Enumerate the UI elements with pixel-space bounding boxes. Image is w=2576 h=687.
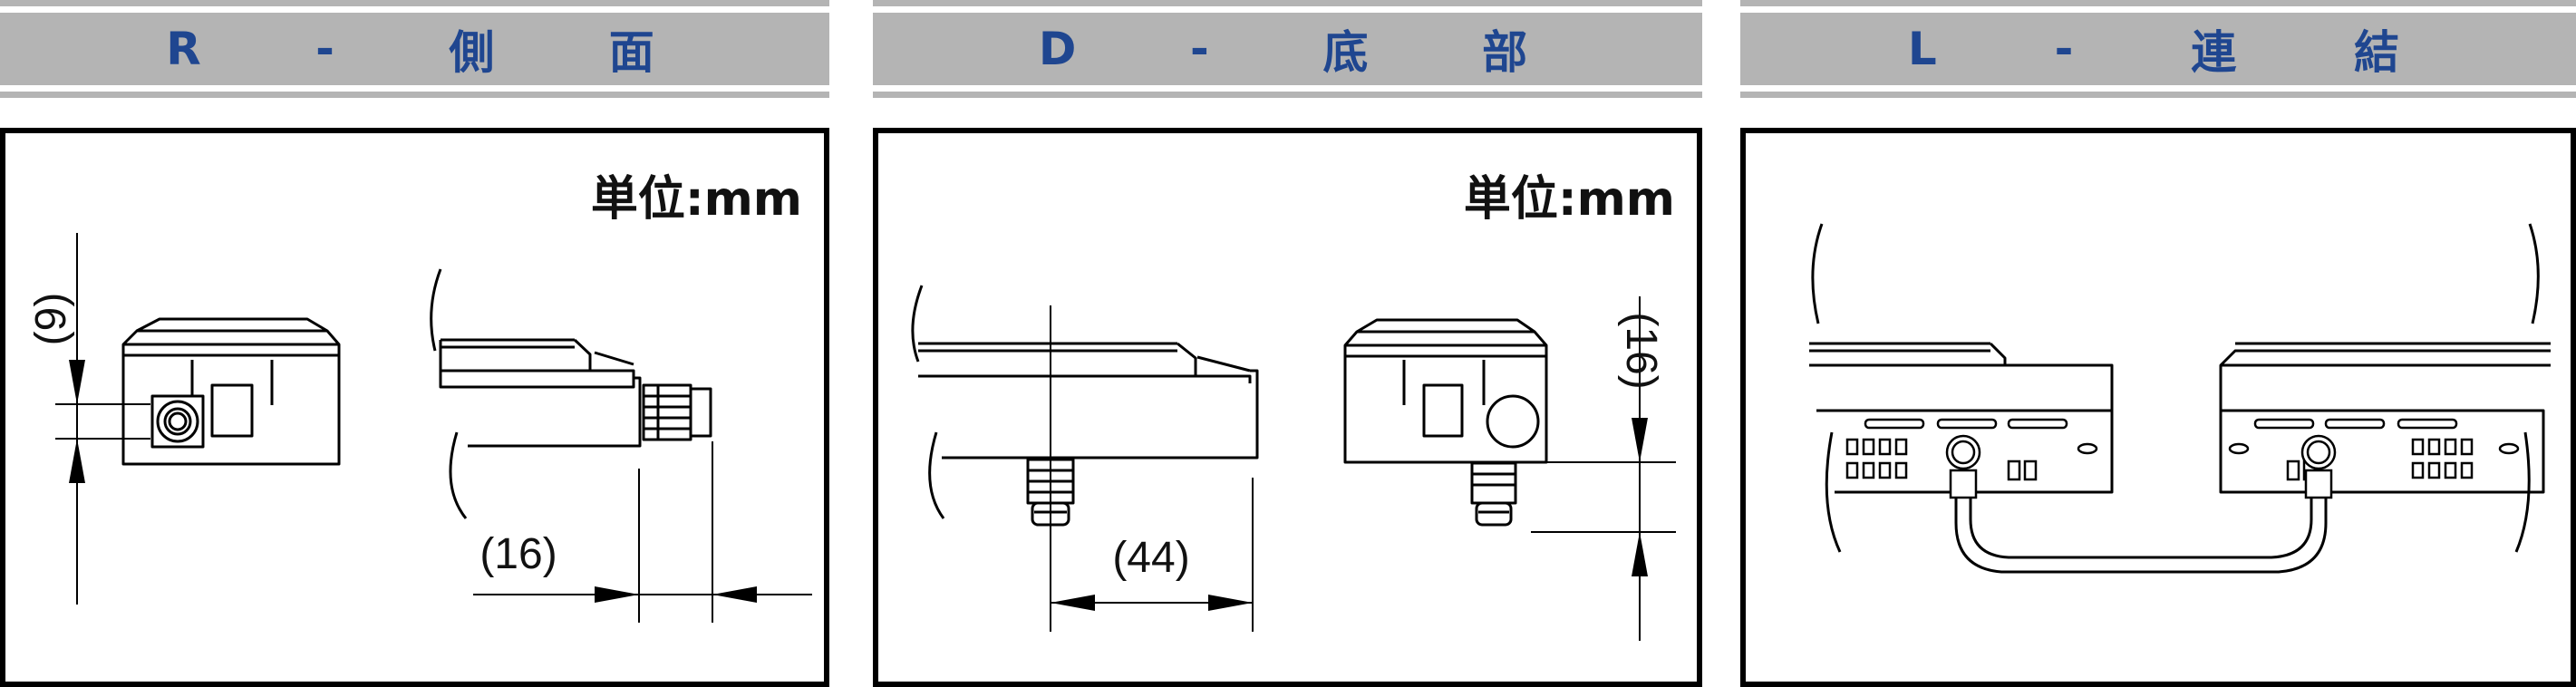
header-side-view: R - 側 面 bbox=[0, 0, 829, 102]
side-view-drawing: (9) bbox=[27, 233, 812, 623]
gland-hole bbox=[1486, 394, 1540, 449]
header-char: L bbox=[1907, 23, 1937, 75]
header-char: 面 bbox=[608, 26, 654, 79]
right-module bbox=[2219, 409, 2545, 494]
link-view-drawing bbox=[1809, 223, 2551, 574]
header-char: 部 bbox=[1482, 26, 1528, 79]
unit-label: 単位:mm bbox=[590, 172, 802, 227]
header-char: 結 bbox=[2354, 26, 2400, 79]
header-bottom-view: D - 底 部 bbox=[873, 0, 1702, 102]
dim-vertical-16: (16) bbox=[1617, 312, 1665, 389]
bottom-view-drawing: (44) bbox=[911, 285, 1676, 641]
panel-bottom-view: 単位:mm bbox=[873, 128, 1702, 687]
clip-tab bbox=[210, 383, 254, 438]
header-char: - bbox=[2054, 23, 2074, 75]
header-char: R bbox=[166, 23, 201, 75]
header-char: D bbox=[1038, 23, 1077, 75]
header-char: - bbox=[315, 23, 334, 75]
header-char: 側 bbox=[449, 26, 495, 79]
gland-side bbox=[642, 383, 692, 441]
dim-horizontal-16: (16) bbox=[479, 530, 557, 578]
header-char: 連 bbox=[2191, 26, 2237, 79]
connecting-cable bbox=[1954, 496, 2328, 574]
header-char: 底 bbox=[1322, 26, 1369, 79]
dim-horizontal-44: (44) bbox=[1112, 534, 1189, 582]
header-link-view: L - 連 結 bbox=[1740, 0, 2576, 102]
unit-label: 単位:mm bbox=[1463, 172, 1675, 227]
panel-link-view bbox=[1740, 128, 2576, 687]
header-char: - bbox=[1190, 23, 1209, 75]
panel-side-view: 単位:mm bbox=[0, 128, 829, 687]
housing-profile bbox=[439, 340, 642, 448]
dim-vertical-9: (9) bbox=[27, 293, 75, 346]
